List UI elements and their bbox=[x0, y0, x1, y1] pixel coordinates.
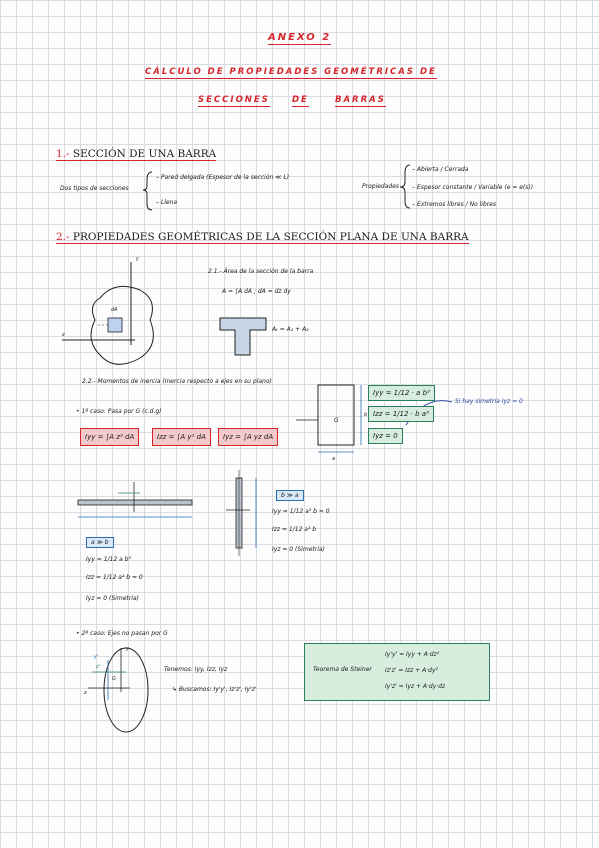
label-y-ellipse: y bbox=[126, 646, 129, 652]
steiner-box: Teorema de Steiner Iy'y' = Iyy + A·dz² I… bbox=[304, 643, 490, 701]
section-1-heading: 1.- SECCIÓN DE UNA BARRA bbox=[56, 148, 217, 161]
section-1-title: SECCIÓN DE UNA BARRA bbox=[72, 148, 217, 160]
area-formula: A = ∫A dA ; dA = dz dy bbox=[222, 288, 291, 295]
area-title: 2.1.- Área de la sección de la barra bbox=[208, 268, 314, 275]
case-a-Izz: Izz = 1/12 a³ b ≈ 0 bbox=[86, 574, 143, 581]
rect-Iyz: Iyz = 0 bbox=[368, 428, 403, 444]
prop-open-closed: – Abierta / Cerrada bbox=[412, 166, 469, 173]
brace-types bbox=[142, 171, 153, 211]
label-z: z bbox=[62, 332, 65, 338]
title-line-2c: BARRAS bbox=[335, 95, 386, 107]
formula-Iyy: Iyy = ∫A z² dA bbox=[80, 428, 140, 446]
dA-element bbox=[107, 317, 123, 333]
rect-Izz: Izz = 1/12 · b a³ bbox=[368, 406, 434, 422]
formula-Izz: Izz = ∫A y² dA bbox=[152, 428, 211, 446]
symmetry-note: Si hay simetría Iyz = 0 bbox=[455, 398, 523, 405]
label-G-ellipse: G bbox=[112, 676, 116, 682]
label-b: b bbox=[364, 412, 368, 418]
prop-thickness: – Espesor constante / Variable (e = e(s)… bbox=[412, 184, 534, 191]
prop-ends: – Extremos libres / No libres bbox=[412, 201, 497, 208]
area-sum: Aₜ = A₁ + A₂ bbox=[272, 326, 309, 333]
steiner-Izz: Iz'z' = Izz + A·dy² bbox=[385, 667, 438, 674]
blob-section bbox=[90, 285, 154, 365]
types-label: Dos tipos de secciones bbox=[60, 185, 129, 192]
brace-props bbox=[399, 164, 411, 209]
title-line-2b: DE bbox=[292, 95, 309, 107]
inertia-title: 2.2.- Momentos de inercia (Inercia respe… bbox=[82, 378, 272, 385]
annex-title: ANEXO 2 bbox=[268, 32, 332, 45]
case-a-Iyz: Iyz = 0 (Simetría) bbox=[86, 595, 139, 602]
section-2-heading: 2.- PROPIEDADES GEOMÉTRICAS DE LA SECCIÓ… bbox=[56, 231, 469, 244]
label-dA: dA bbox=[111, 307, 118, 313]
case-b-Iyz: Iyz = 0 (Simetría) bbox=[272, 546, 325, 553]
ellipse-section bbox=[103, 647, 149, 733]
rect-section bbox=[317, 384, 355, 446]
rect-Iyy: Iyy = 1/12 · a b³ bbox=[368, 385, 435, 401]
section-2-number: 2.- bbox=[56, 231, 70, 243]
case-a-Iyy: Iyy = 1/12 a b³ bbox=[86, 556, 131, 563]
case-b-Izz: Izz = 1/12 a³ b bbox=[272, 526, 317, 533]
steiner-label: Teorema de Steiner bbox=[313, 666, 372, 673]
search-values: ↳ Buscamos: Iy'y', Iz'z', Iy'z' bbox=[172, 686, 257, 693]
label-z-ellipse: z bbox=[84, 690, 87, 696]
label-y-prime: y' bbox=[94, 654, 99, 660]
steiner-Iyy: Iy'y' = Iyy + A·dz² bbox=[385, 651, 440, 658]
section-1-number: 1.- bbox=[56, 148, 70, 160]
known-values: Tenemos: Iyy, Izz, Iyz bbox=[164, 666, 228, 673]
type-thin-wall: – Pared delgada (Espesor de la sección ≪… bbox=[156, 174, 290, 181]
steiner-Iyz: Iy'z' = Iyz + A·dy·dz bbox=[385, 683, 446, 690]
formula-Iyz: Iyz = ∫A yz dA bbox=[218, 428, 279, 446]
label-G: G bbox=[334, 417, 339, 424]
case-a-label: a ≫ b bbox=[86, 537, 114, 548]
title-line-2a: SECCIONES bbox=[198, 95, 270, 107]
title-line-1: CÁLCULO DE PROPIEDADES GEOMÉTRICAS DE bbox=[145, 67, 437, 79]
label-a: a bbox=[332, 456, 336, 462]
props-label: Propiedades bbox=[362, 183, 400, 190]
case-1-label: • 1º caso: Pasa por G (c.d.g) bbox=[76, 408, 162, 415]
thin-bar-horizontal bbox=[77, 499, 193, 506]
case-b-label: b ≫ a bbox=[276, 490, 304, 501]
t-section bbox=[219, 317, 267, 356]
type-solid: – Llena bbox=[156, 199, 178, 206]
case-2-label: • 2º caso: Ejes no pasan por G bbox=[76, 630, 168, 637]
label-z-prime: z' bbox=[96, 664, 100, 670]
case-b-Iyy: Iyy = 1/12 a³ b ≈ 0 bbox=[272, 508, 330, 515]
section-2-title: PROPIEDADES GEOMÉTRICAS DE LA SECCIÓN PL… bbox=[72, 231, 469, 243]
label-y: y bbox=[136, 256, 139, 262]
